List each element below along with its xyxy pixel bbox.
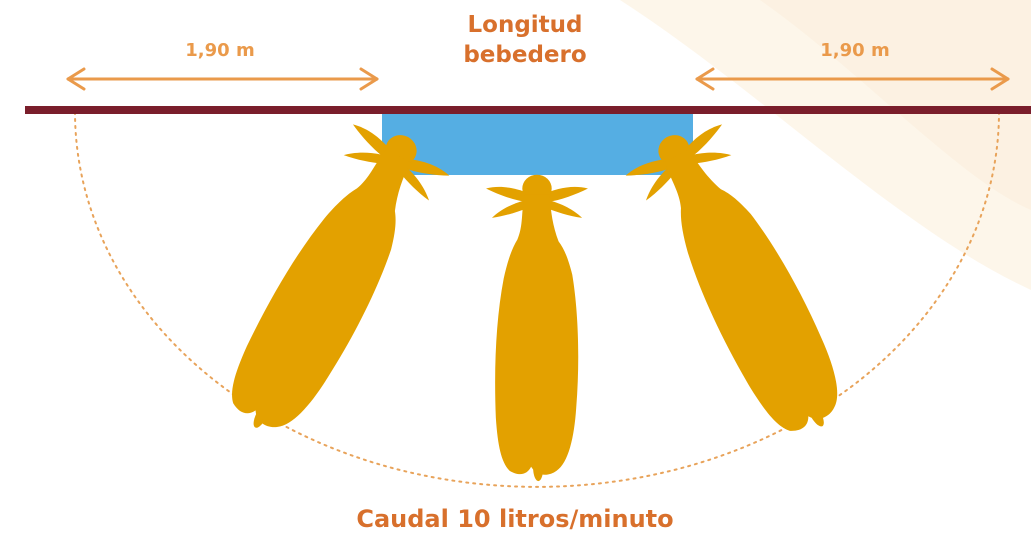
double-headed-arrow-left-icon xyxy=(68,69,377,89)
title-line-2: bebedero xyxy=(415,40,635,70)
cow-left-icon xyxy=(206,111,456,452)
fence-bar xyxy=(25,106,1031,114)
cow-center-icon xyxy=(486,175,588,481)
cow-right-icon xyxy=(619,111,869,452)
trough-length-title: Longitud bebedero xyxy=(415,10,635,70)
distance-label-left: 1,90 m xyxy=(150,40,290,61)
flow-rate-caption: Caudal 10 litros/minuto xyxy=(290,505,740,533)
title-line-1: Longitud xyxy=(415,10,635,40)
distance-label-right: 1,90 m xyxy=(785,40,925,61)
